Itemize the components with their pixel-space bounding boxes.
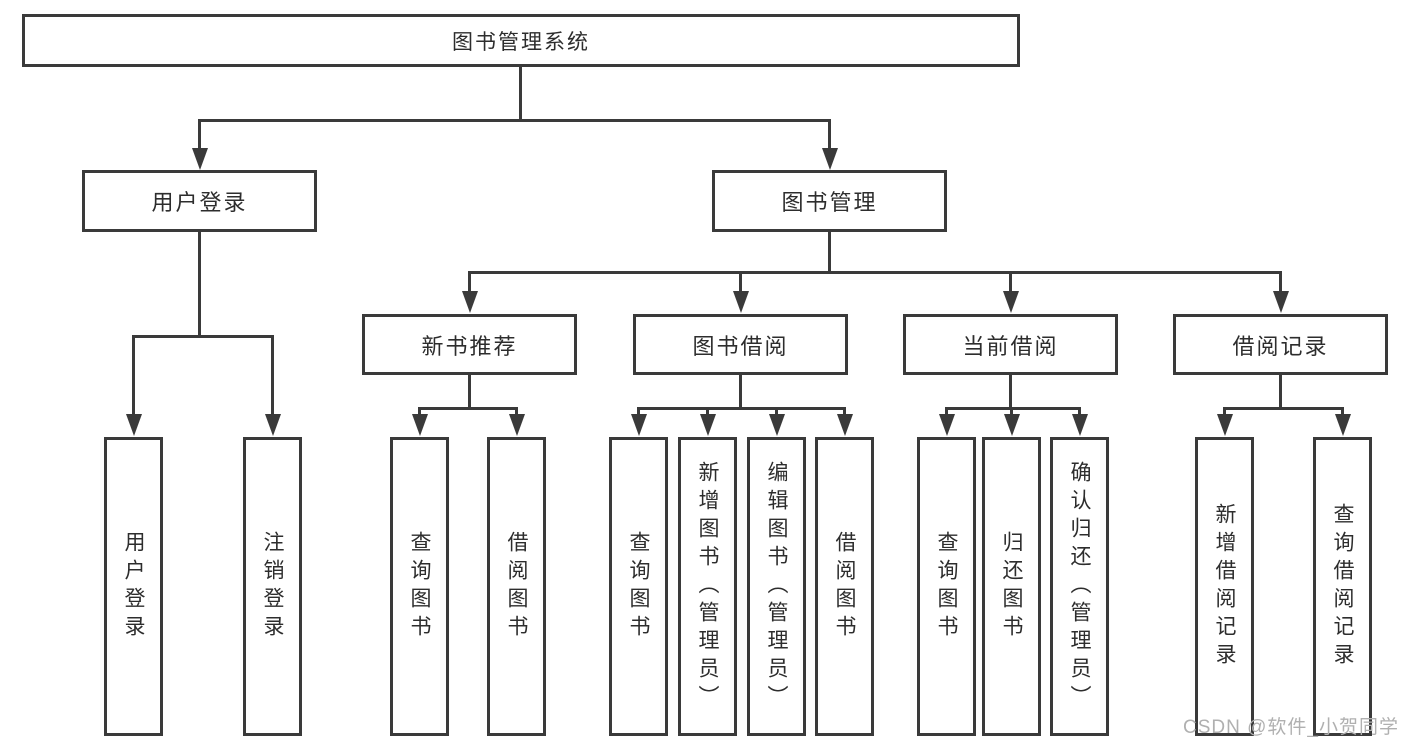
connector-hline <box>469 271 1282 274</box>
connector-vline <box>519 66 522 121</box>
connector-vline <box>706 407 709 417</box>
connector-vline <box>132 335 135 417</box>
connector-hline <box>132 335 274 338</box>
leaf-borrow-books-borrowing: 借阅图书 <box>815 437 874 736</box>
leaf-query-books-current: 查询图书 <box>917 437 976 736</box>
connector-vline <box>468 271 471 293</box>
arrowhead-down <box>1335 414 1351 436</box>
arrowhead-down <box>837 414 853 436</box>
leaf-add-books-admin: 新增图书（管理员） <box>678 437 737 736</box>
connector-vline <box>828 119 831 149</box>
connector-hline <box>198 119 831 122</box>
watermark: CSDN @软件_小贺同学 <box>1183 717 1399 738</box>
connector-vline <box>1341 407 1344 417</box>
connector-vline <box>1010 407 1013 417</box>
node-current-borrowing: 当前借阅 <box>903 314 1118 375</box>
node-library-management-system: 图书管理系统 <box>22 14 1020 67</box>
connector-vline <box>1009 373 1012 409</box>
leaf-query-books-recommendation: 查询图书 <box>390 437 449 736</box>
connector-vline <box>198 231 201 337</box>
connector-vline <box>945 407 948 417</box>
arrowhead-down <box>822 148 838 170</box>
arrowhead-down <box>462 291 478 313</box>
connector-vline <box>1009 271 1012 293</box>
connector-vline <box>1223 407 1226 417</box>
arrowhead-down <box>1003 291 1019 313</box>
arrowhead-down <box>939 414 955 436</box>
arrowhead-down <box>1217 414 1233 436</box>
connector-hline <box>418 407 518 410</box>
arrowhead-down <box>265 414 281 436</box>
connector-vline <box>198 119 201 149</box>
arrowhead-down <box>1273 291 1289 313</box>
leaf-query-books-borrowing: 查询图书 <box>609 437 668 736</box>
connector-vline <box>1279 373 1282 409</box>
arrowhead-down <box>412 414 428 436</box>
arrowhead-down <box>1072 414 1088 436</box>
connector-vline <box>775 407 778 417</box>
leaf-user-login: 用户登录 <box>104 437 163 736</box>
connector-vline <box>515 407 518 417</box>
arrowhead-down <box>126 414 142 436</box>
leaf-confirm-return-admin: 确认归还（管理员） <box>1050 437 1109 736</box>
connector-vline <box>637 407 640 417</box>
node-borrowing-records: 借阅记录 <box>1173 314 1388 375</box>
leaf-logout: 注销登录 <box>243 437 302 736</box>
node-book-management: 图书管理 <box>712 170 947 232</box>
leaf-edit-books-admin: 编辑图书（管理员） <box>747 437 806 736</box>
arrowhead-down <box>631 414 647 436</box>
leaf-add-borrowing-record: 新增借阅记录 <box>1195 437 1254 736</box>
arrowhead-down <box>192 148 208 170</box>
connector-vline <box>418 407 421 417</box>
leaf-borrow-books-recommendation: 借阅图书 <box>487 437 546 736</box>
node-book-borrowing: 图书借阅 <box>633 314 848 375</box>
arrowhead-down <box>733 291 749 313</box>
connector-vline <box>271 335 274 417</box>
connector-vline <box>468 373 471 409</box>
leaf-query-borrowing-record: 查询借阅记录 <box>1313 437 1372 736</box>
arrowhead-down <box>509 414 525 436</box>
arrowhead-down <box>1004 414 1020 436</box>
node-new-book-recommendation: 新书推荐 <box>362 314 577 375</box>
connector-hline <box>1223 407 1344 410</box>
connector-vline <box>843 407 846 417</box>
arrowhead-down <box>700 414 716 436</box>
connector-hline <box>945 407 1081 410</box>
connector-vline <box>1279 271 1282 293</box>
connector-vline <box>1078 407 1081 417</box>
connector-vline <box>828 231 831 273</box>
connector-vline <box>739 271 742 293</box>
connector-hline <box>637 407 846 410</box>
leaf-return-books: 归还图书 <box>982 437 1041 736</box>
connector-vline <box>739 373 742 409</box>
node-user-login: 用户登录 <box>82 170 317 232</box>
arrowhead-down <box>769 414 785 436</box>
